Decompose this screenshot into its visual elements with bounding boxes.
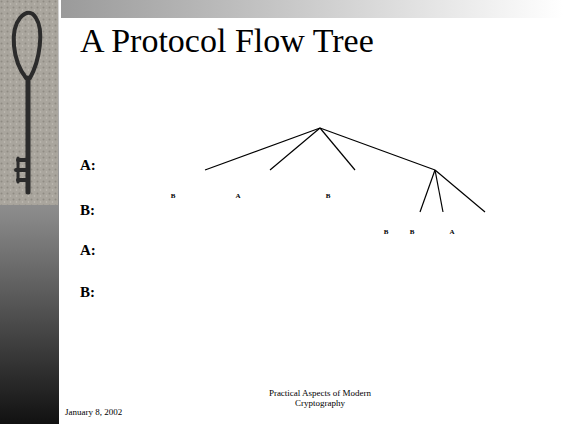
leaf-label: B [326,193,331,201]
party-row-label: A: [80,157,96,174]
party-row-label: A: [80,242,96,259]
leaf-label: B [410,229,415,237]
leaf-label: B [384,229,389,237]
side-bar [0,0,60,424]
leaf-label: A [235,193,240,201]
party-row-label: B: [80,202,95,219]
party-row-label: B: [80,284,95,301]
leaf-label: B [171,193,176,201]
protocol-tree [205,128,485,212]
key-illustration [14,13,41,192]
slide-title: A Protocol Flow Tree [80,22,374,59]
footer-text: Practical Aspects of Modern Cryptography [245,389,395,409]
stone-texture [0,0,58,205]
leaf-label: A [449,229,454,237]
footer-date: January 8, 2002 [65,408,122,418]
top-band [60,0,563,18]
separator-line [59,0,61,424]
